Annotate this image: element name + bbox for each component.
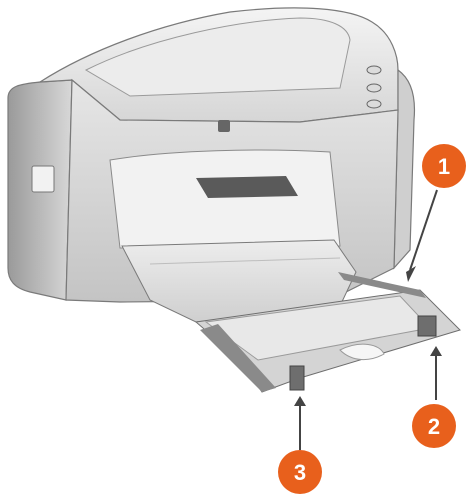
leader-lines <box>294 189 442 450</box>
callout-3-circle <box>278 450 322 494</box>
callout-1-circle <box>422 144 466 188</box>
callout-3-number: 3 <box>294 460 306 485</box>
callout-2-circle <box>412 404 456 448</box>
callout-1-number: 1 <box>438 154 450 179</box>
leader-line-1 <box>409 189 438 271</box>
callout-3: 3 <box>278 450 322 494</box>
callout-2: 2 <box>412 404 456 448</box>
callout-2-number: 2 <box>428 414 440 439</box>
input-tray <box>194 272 461 393</box>
hp-logo-badge <box>218 120 230 132</box>
callout-1: 1 <box>422 144 466 188</box>
